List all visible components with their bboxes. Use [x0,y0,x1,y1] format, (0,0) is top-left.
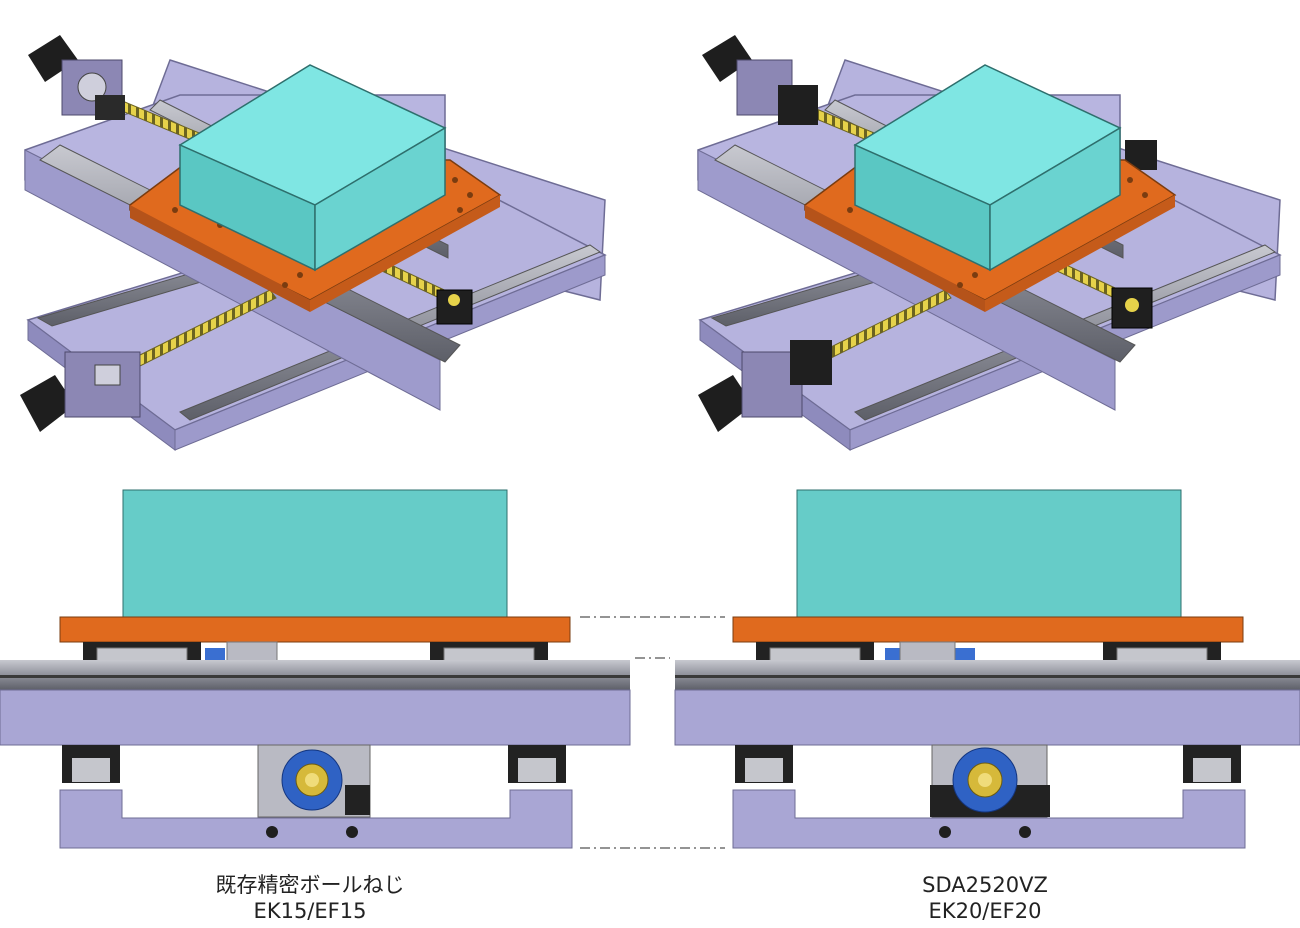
iso-stage-existing [20,35,607,451]
caption-existing-line2: EK15/EF15 [253,899,367,923]
iso-stage-new [697,35,1282,451]
base-section [59,789,573,849]
caption-new-line1: SDA2520VZ [922,873,1048,897]
caption-existing-line1: 既存精密ボールねじ [215,873,405,897]
servo-motor-y [20,351,141,432]
caption-new-line2: EK20/EF20 [928,899,1042,923]
section-view-existing [0,489,631,849]
saddle-section [0,689,631,746]
servo-motor-x [28,35,125,120]
reference-lines [580,616,725,849]
table-plate-section [59,616,571,643]
workpiece-section [122,489,508,619]
section-view-new [674,489,1300,849]
caption-new-model: SDA2520VZ EK20/EF20 [855,872,1115,924]
caption-existing-model: 既存精密ボールねじ EK15/EF15 [180,872,440,924]
